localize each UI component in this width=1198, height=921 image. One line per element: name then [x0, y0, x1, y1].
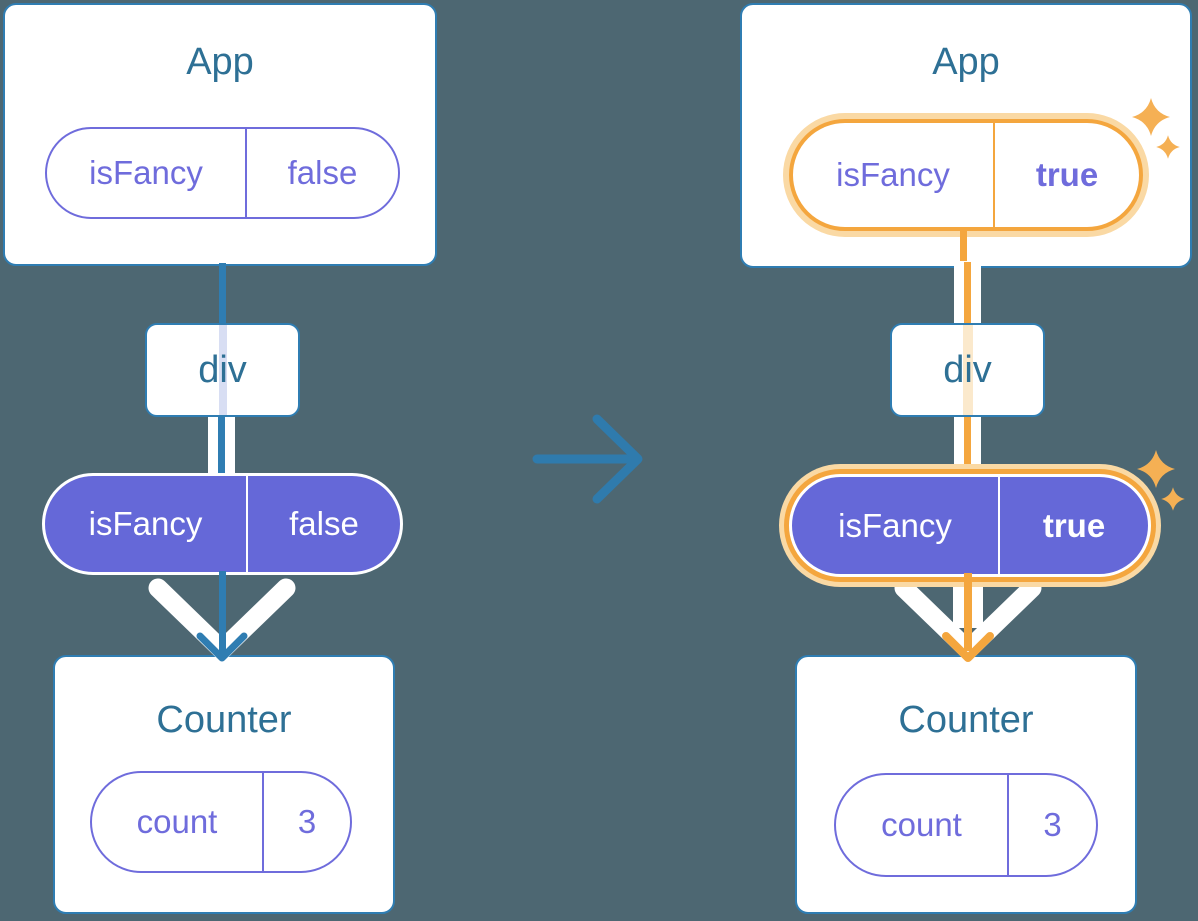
counter-title: Counter: [156, 699, 292, 741]
div-node-after: div: [890, 323, 1045, 417]
counter-card-before: Counter count 3: [53, 655, 395, 914]
prop-pill-app-after: isFancy true: [789, 119, 1143, 231]
prop-flow-stripe: [962, 325, 973, 415]
arrowhead-down-icon: [942, 632, 994, 662]
prop-value: true: [993, 123, 1139, 227]
state-pill-counter-after: count 3: [834, 773, 1098, 877]
state-value: 3: [262, 773, 350, 871]
edge-div-to-prop-after: [954, 414, 981, 474]
prop-pill-passed-after: isFancy true: [789, 474, 1151, 577]
prop-flow-stripe: [218, 325, 227, 415]
edge-center-line: [218, 414, 225, 474]
prop-pill-passed-before: isFancy false: [42, 473, 403, 575]
state-value: 3: [1007, 775, 1096, 875]
prop-name: isFancy: [838, 506, 952, 544]
arrowhead-down-icon: [196, 632, 248, 662]
sparkle-icon: [1137, 450, 1185, 511]
div-node-before: div: [145, 323, 300, 417]
counter-title: Counter: [898, 699, 1034, 741]
prop-flow-line: [960, 227, 967, 261]
prop-value: true: [998, 477, 1148, 574]
edge-center-line: [964, 262, 971, 324]
state-pill-counter-before: count 3: [90, 771, 352, 873]
state-name: count: [136, 803, 218, 840]
transition-right-arrow-icon: [532, 414, 643, 504]
sparkle-icon: [1132, 98, 1180, 159]
edge-prop-to-counter-after: [964, 573, 972, 651]
edge-app-to-div-after: [954, 262, 981, 324]
app-title: App: [932, 41, 1000, 83]
prop-name: isFancy: [88, 505, 203, 542]
edge-app-to-div-before: [219, 263, 226, 325]
state-name: count: [881, 806, 962, 843]
div-label: div: [198, 348, 247, 391]
counter-card-after: Counter count 3: [795, 655, 1137, 914]
prop-pill-app-before: isFancy false: [45, 127, 400, 219]
prop-name: isFancy: [836, 156, 950, 193]
edge-div-to-prop-before: [208, 414, 235, 474]
edge-center-line: [964, 414, 971, 474]
prop-name: isFancy: [89, 154, 203, 191]
prop-value: false: [245, 129, 398, 217]
app-title: App: [186, 41, 254, 83]
div-label: div: [943, 348, 992, 391]
app-card-after: App isFancy true: [740, 3, 1192, 268]
edge-prop-to-counter-before: [219, 571, 226, 653]
app-card-before: App isFancy false: [3, 3, 437, 266]
prop-value: false: [246, 476, 400, 572]
